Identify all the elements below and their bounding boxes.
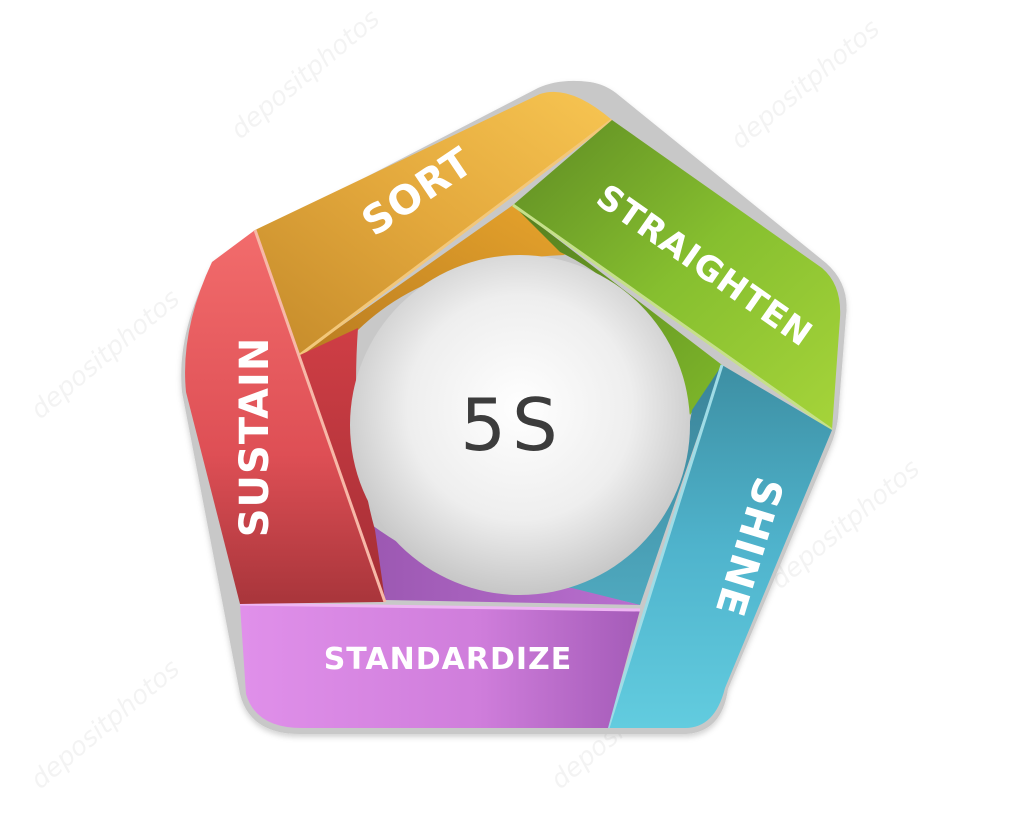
- segment-sustain-band: [185, 230, 385, 604]
- watermark-text: depositphotos: [225, 4, 386, 146]
- watermark-text: depositphotos: [725, 14, 886, 156]
- segment-straighten-edge: [512, 203, 833, 432]
- segment-standardize-edge: [239, 602, 641, 612]
- segment-straighten: [512, 120, 841, 432]
- segment-sustain-label: SUSTAIN: [232, 337, 278, 538]
- segment-sustain-edge: [253, 229, 387, 603]
- watermark-text: depositphotos: [25, 284, 186, 426]
- segment-standardize-label: STANDARDIZE: [324, 642, 573, 677]
- center-label: 5S: [460, 383, 564, 467]
- segment-standardize: [239, 525, 641, 728]
- center-circle: [350, 255, 690, 595]
- segment-standardize-inner: [372, 525, 640, 605]
- segment-shine-band: [608, 365, 832, 728]
- segment-straighten-inner: [513, 205, 722, 415]
- segment-sort-edge: [299, 118, 613, 357]
- segment-sustain-inner: [300, 328, 385, 600]
- segment-standardize-band: [240, 604, 640, 728]
- segment-straighten-band: [513, 120, 841, 430]
- segment-shine-edge: [606, 364, 724, 729]
- segment-sort-band: [255, 91, 612, 356]
- segment-sustain: [185, 229, 387, 604]
- watermark-text: depositphotos: [25, 654, 186, 796]
